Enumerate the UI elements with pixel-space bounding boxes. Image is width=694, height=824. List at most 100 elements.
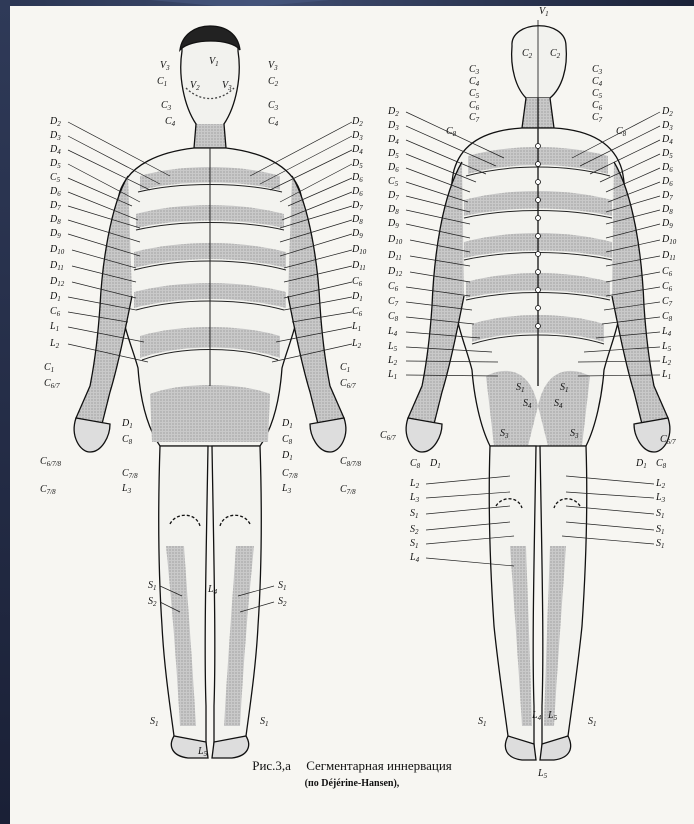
segment-label: C1	[44, 362, 54, 374]
segment-label: S1	[656, 524, 665, 536]
segment-label: D3	[661, 120, 673, 132]
segment-label: C6	[388, 281, 399, 293]
segment-label: D6	[661, 162, 673, 174]
segment-label: C8	[616, 126, 627, 138]
segment-label: S2	[148, 596, 157, 608]
segment-label: C7	[592, 112, 603, 124]
segment-label: S1	[410, 508, 419, 520]
segment-label: L3	[121, 483, 132, 495]
segment-label: C6	[469, 100, 480, 112]
segment-label: S1	[656, 508, 665, 520]
segment-label: D11	[351, 260, 366, 272]
segment-label: C5	[469, 88, 480, 100]
segment-label: C2	[268, 76, 279, 88]
segment-label: L2	[409, 478, 420, 490]
segment-label: D4	[351, 144, 363, 156]
segment-label: L2	[655, 478, 666, 490]
segment-label: C7	[469, 112, 480, 124]
segment-label: C8	[282, 434, 293, 446]
segment-label: C8	[662, 311, 673, 323]
segment-label: D10	[351, 244, 367, 256]
figure-title: Сегментарная иннервация	[306, 758, 452, 774]
segment-label: C1	[157, 76, 167, 88]
segment-label: D5	[49, 158, 61, 170]
segment-label: D10	[661, 234, 677, 246]
segment-label: D9	[351, 228, 363, 240]
segment-label: L5	[661, 341, 672, 353]
segment-label: L3	[409, 492, 420, 504]
segment-label: D6	[387, 162, 399, 174]
segment-label: L1	[49, 321, 59, 333]
segment-label: S1	[656, 538, 665, 550]
segment-label: C8	[656, 458, 667, 470]
segment-label: D1	[429, 458, 441, 470]
segment-label: C4	[165, 116, 176, 128]
segment-label: L5	[387, 341, 398, 353]
segment-label: D11	[49, 260, 64, 272]
segment-label: L3	[281, 483, 292, 495]
segment-label: D8	[49, 214, 61, 226]
segment-label: D9	[387, 218, 399, 230]
segment-label: C6/7/8	[40, 456, 62, 468]
segment-label: L2	[661, 355, 672, 367]
segment-label: D1	[281, 418, 293, 430]
segment-label: L3	[655, 492, 666, 504]
segment-label: D7	[49, 200, 61, 212]
segment-label: L1	[661, 369, 671, 381]
segment-label: V3	[160, 60, 170, 72]
segment-label: L4	[409, 552, 420, 564]
segment-label: D3	[49, 130, 61, 142]
figure-number: Рис.3,а	[252, 758, 291, 774]
segment-label: D3	[387, 120, 399, 132]
segment-label: S2	[278, 596, 287, 608]
segment-label: C5	[50, 172, 61, 184]
segment-label: C1	[340, 362, 350, 374]
segment-label: D2	[661, 106, 673, 118]
segment-label: D7	[351, 200, 363, 212]
segment-label: C7	[662, 296, 673, 308]
segment-label: D6	[49, 186, 61, 198]
segment-label: D11	[661, 250, 676, 262]
segment-label: C6/7	[44, 378, 60, 390]
segment-label: L2	[387, 355, 398, 367]
segment-label: V1	[539, 6, 549, 18]
segment-label: D1	[635, 458, 647, 470]
back-head	[512, 26, 567, 98]
front-right-hand	[310, 418, 346, 452]
segment-label: D3	[351, 130, 363, 142]
segment-label: C7	[388, 296, 399, 308]
segment-label: D6	[351, 186, 363, 198]
segment-label: D6	[351, 172, 363, 184]
segment-label: C6/7	[380, 430, 396, 442]
segment-label: D2	[49, 116, 61, 128]
segment-label: D2	[351, 116, 363, 128]
segment-label: S1	[588, 716, 597, 728]
segment-label: S1	[278, 580, 287, 592]
segment-label: D7	[387, 190, 399, 202]
segment-label: S1	[260, 716, 269, 728]
figure-source: (по Déjérine-Hansen),	[10, 778, 694, 789]
segment-label: C6	[592, 100, 603, 112]
segment-label: D1	[121, 418, 133, 430]
segment-label: D8	[661, 204, 673, 216]
segment-label: S1	[148, 580, 157, 592]
segment-label: C5	[592, 88, 603, 100]
segment-label: D9	[661, 218, 673, 230]
segment-label: C5	[388, 176, 399, 188]
segment-label: L1	[387, 369, 397, 381]
segment-label: D1	[351, 291, 363, 303]
segment-label: C6/7	[340, 378, 356, 390]
segment-label: S1	[410, 538, 419, 550]
segment-label: C6	[662, 281, 673, 293]
segment-label: D9	[49, 228, 61, 240]
segment-label: L2	[49, 338, 60, 350]
segment-label: D10	[49, 244, 65, 256]
segment-label: L4	[661, 326, 672, 338]
back-left-hand	[406, 418, 442, 452]
segment-label: C3	[592, 64, 603, 76]
segment-label: D5	[387, 148, 399, 160]
segment-label: L4	[387, 326, 398, 338]
segment-label: C8/7/8	[340, 456, 362, 468]
segment-label: L2	[351, 338, 362, 350]
segment-label: V3	[268, 60, 278, 72]
